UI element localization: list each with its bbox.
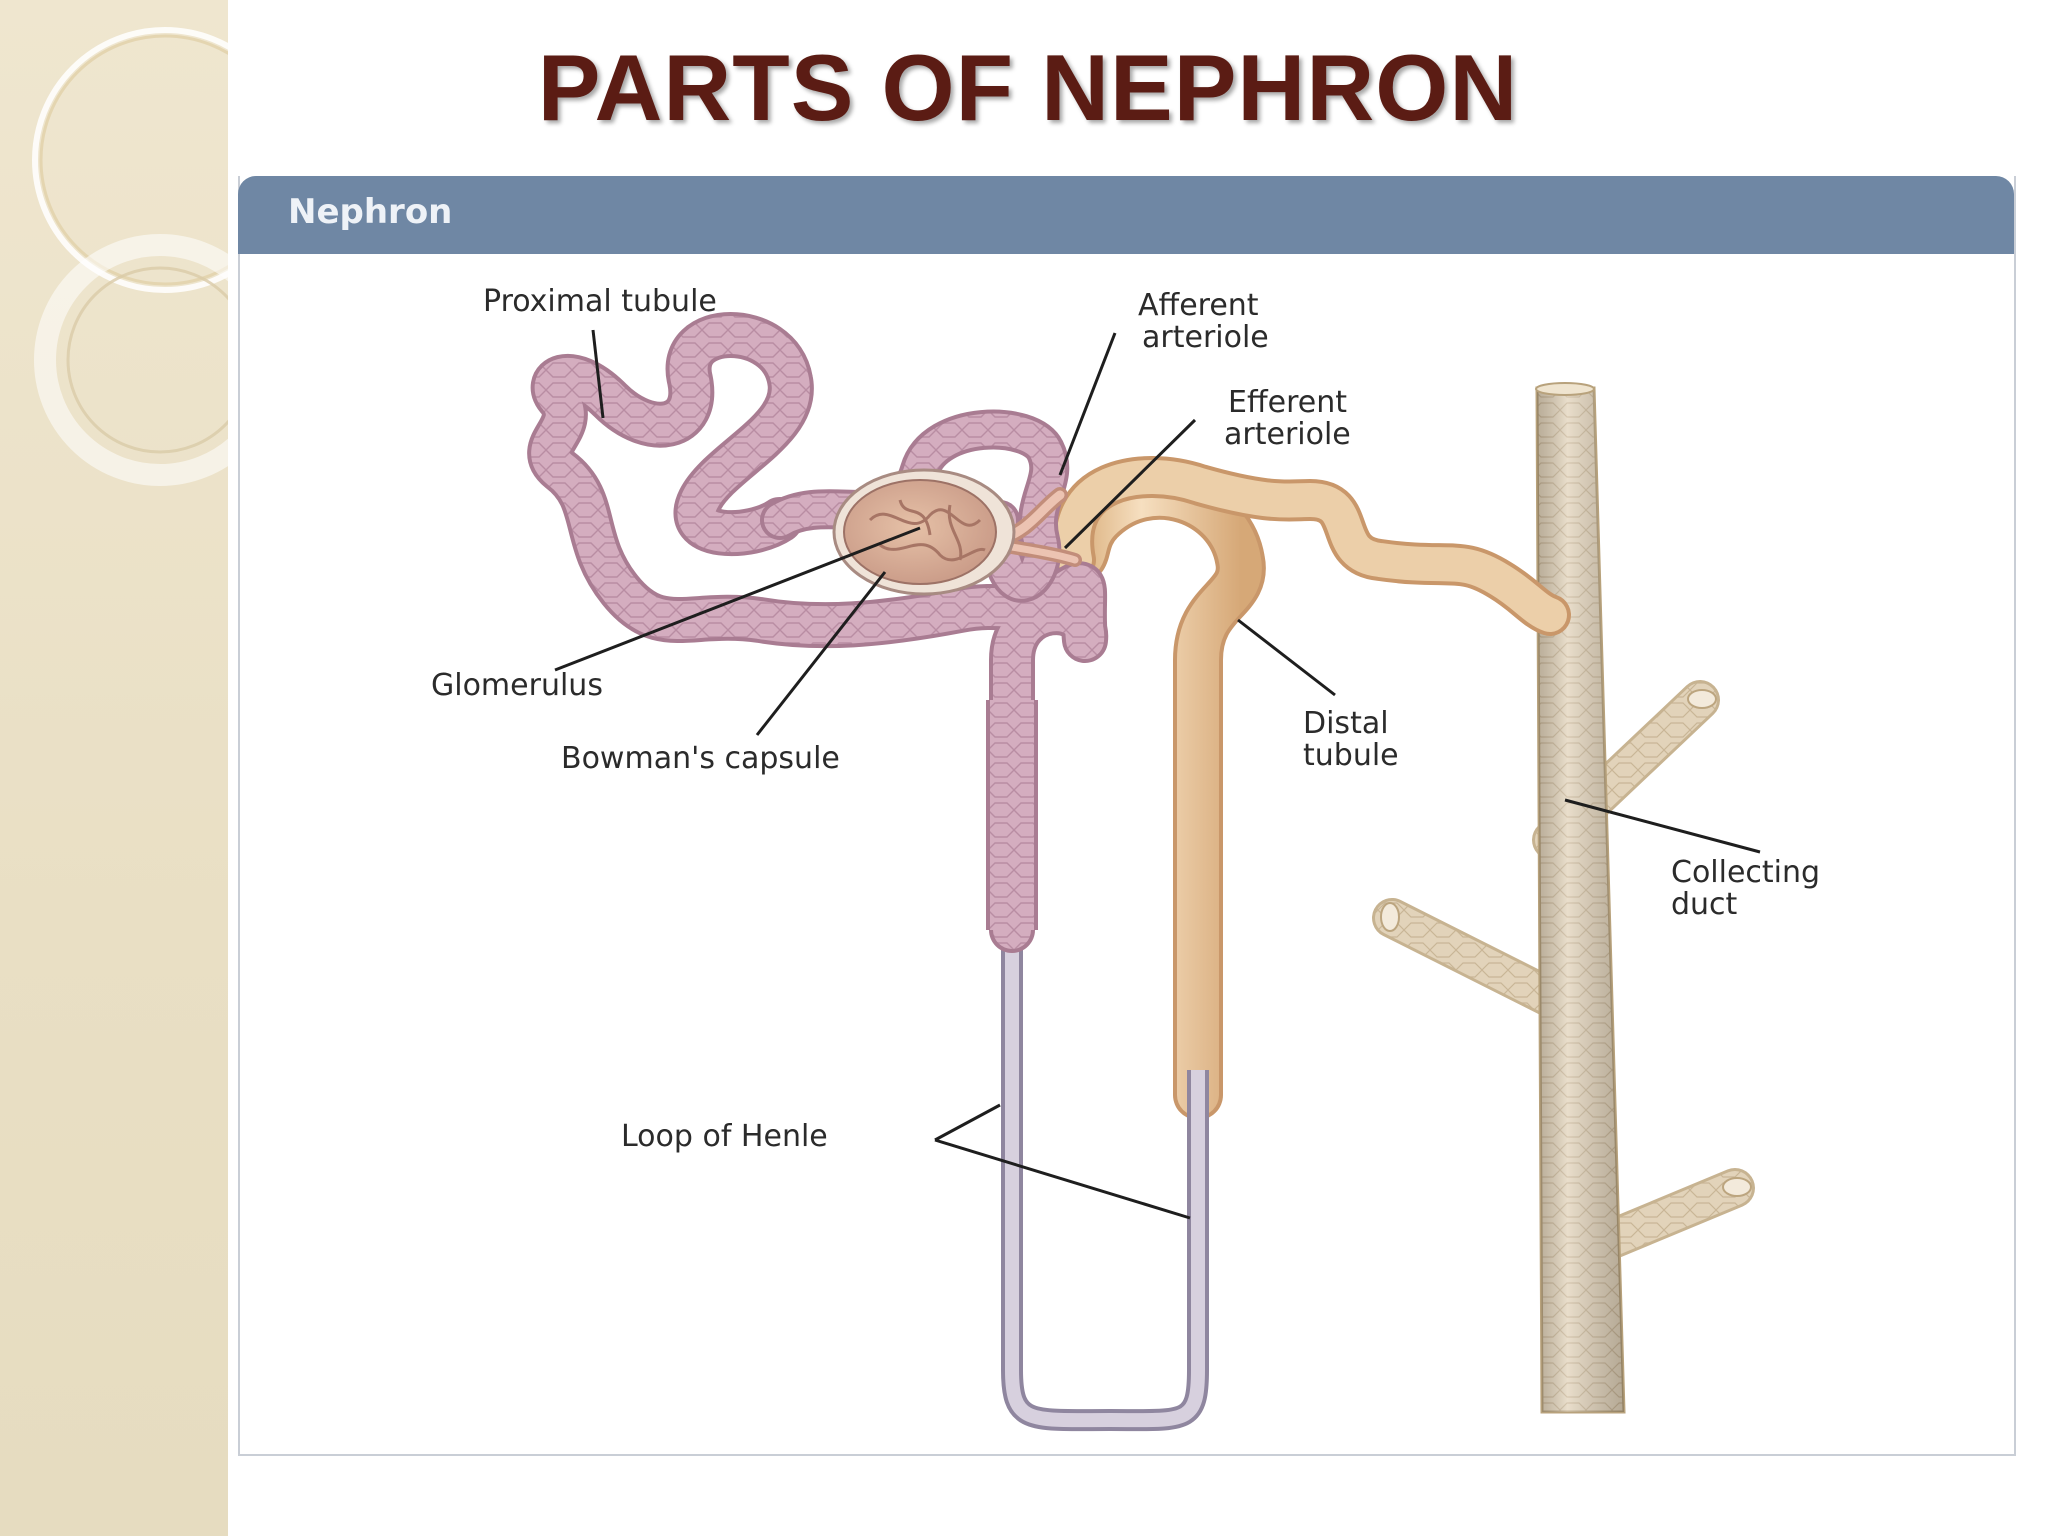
decorative-sidebar — [0, 0, 228, 1536]
label-efferent-line2: arteriole — [1224, 417, 1351, 452]
label-afferent-line1: Afferent — [1138, 288, 1259, 323]
label-distal-line2: tubule — [1303, 738, 1399, 773]
distal-tubule — [1050, 456, 1571, 1120]
loop-of-henle — [1001, 930, 1209, 1432]
label-loop-of-henle: Loop of Henle — [621, 1119, 828, 1154]
decorative-circles — [32, 27, 228, 486]
label-glomerulus: Glomerulus — [431, 668, 603, 703]
label-collecting-line1: Collecting — [1671, 855, 1821, 890]
figure-header-bar — [238, 176, 2014, 254]
label-distal-line1: Distal — [1303, 706, 1389, 741]
slide-title: PARTS OF NEPHRON — [537, 35, 1519, 140]
proximal-tubule — [527, 312, 1109, 953]
label-bowmans-capsule: Bowman's capsule — [561, 741, 840, 776]
glomerulus-and-bowmans-capsule — [832, 468, 1016, 596]
label-proximal-tubule: Proximal tubule — [483, 284, 717, 319]
collecting-duct — [1372, 382, 1755, 1414]
label-efferent-line1: Efferent — [1228, 385, 1347, 420]
label-collecting-line2: duct — [1671, 887, 1738, 922]
figure-header-title: Nephron — [288, 192, 453, 232]
label-afferent-line2: arteriole — [1142, 320, 1269, 355]
leader-lines — [554, 329, 1761, 1220]
